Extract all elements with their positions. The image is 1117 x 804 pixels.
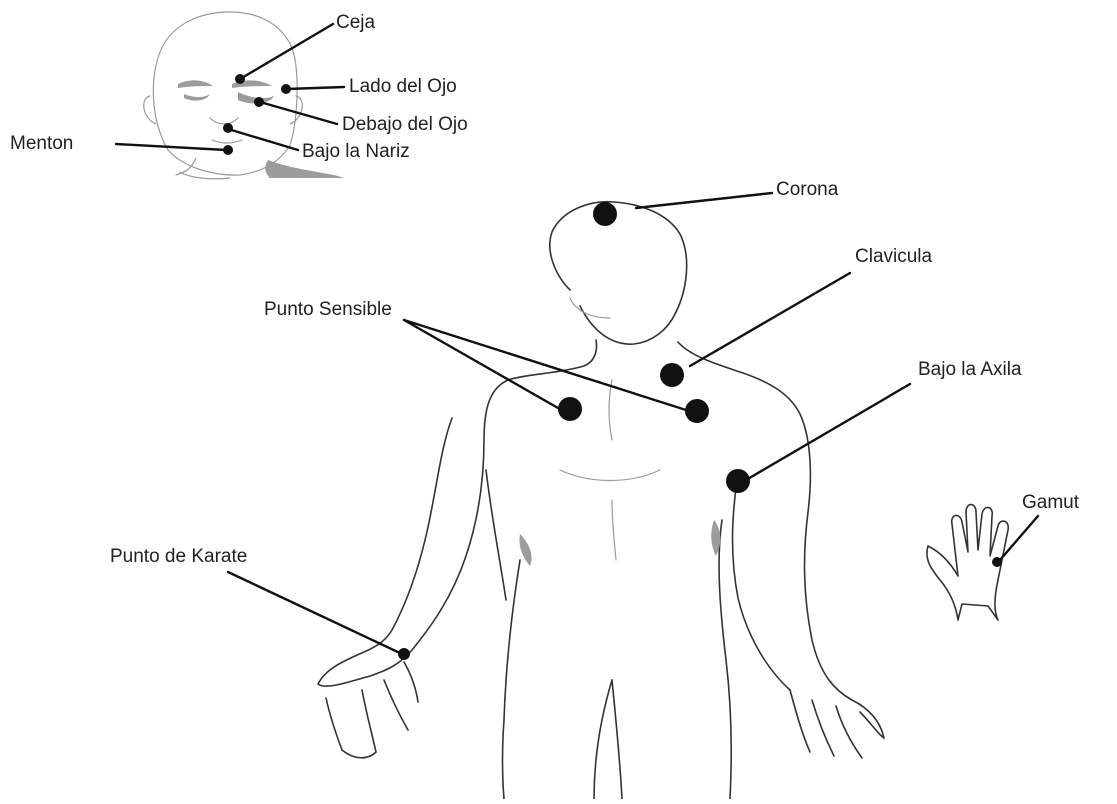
label-lado-del-ojo: Lado del Ojo (349, 76, 457, 97)
leader-corona (636, 193, 772, 208)
leader-menton (116, 144, 226, 150)
leader-lines (116, 24, 1038, 654)
leader-debajo-del-ojo (260, 102, 337, 124)
point-ceja (235, 74, 245, 84)
leader-ceja (240, 24, 333, 79)
label-clavicula: Clavicula (855, 246, 933, 267)
label-ceja: Ceja (336, 12, 376, 33)
label-corona: Corona (776, 179, 839, 200)
leader-lado-del-ojo (287, 87, 344, 89)
label-debajo-del-ojo: Debajo del Ojo (342, 114, 468, 135)
leader-clavicula (690, 273, 850, 366)
point-corona (593, 202, 617, 226)
point-menton (223, 145, 233, 155)
label-gamut: Gamut (1022, 492, 1080, 513)
leader-punto-sensible-left (404, 320, 558, 408)
point-bajo-la-axila (726, 469, 750, 493)
point-debajo-del-ojo (254, 97, 264, 107)
label-punto-de-karate: Punto de Karate (110, 546, 247, 567)
leader-punto-de-karate (228, 572, 402, 654)
point-bajo-la-nariz (223, 123, 233, 133)
leader-bajo-la-axila (746, 384, 910, 480)
body-illustration (318, 202, 884, 799)
point-punto-sensible-right (685, 399, 709, 423)
label-menton: Menton (10, 133, 73, 154)
point-lado-del-ojo (281, 84, 291, 94)
leader-bajo-la-nariz (228, 129, 298, 150)
labels: Ceja Lado del Ojo Debajo del Ojo Menton … (10, 12, 1080, 567)
point-clavicula (660, 363, 684, 387)
label-bajo-la-nariz: Bajo la Nariz (302, 141, 410, 162)
leader-punto-sensible-right (404, 320, 686, 410)
label-punto-sensible: Punto Sensible (264, 299, 392, 320)
point-punto-de-karate (398, 648, 410, 660)
label-bajo-la-axila: Bajo la Axila (918, 359, 1022, 380)
point-gamut (992, 557, 1002, 567)
point-punto-sensible-left (558, 397, 582, 421)
